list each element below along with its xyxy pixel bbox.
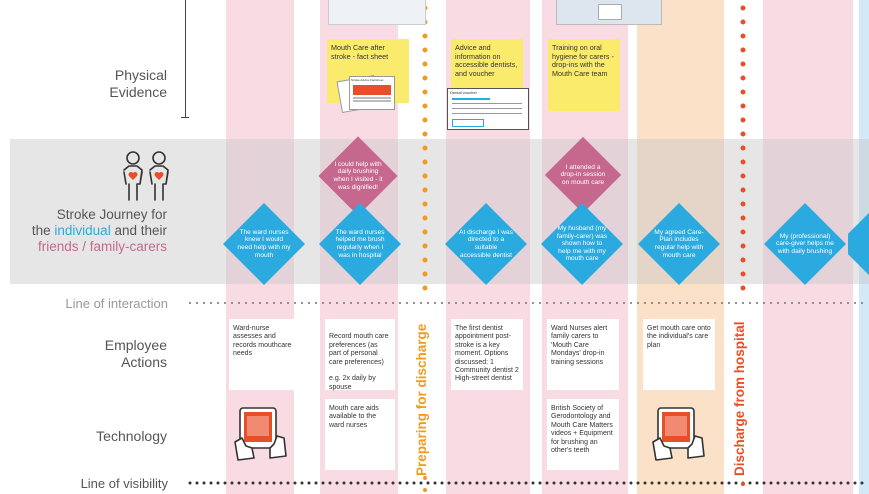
sticky-training: Training on oral hygiene for carers - dr…	[548, 39, 620, 111]
blue-diamond-care-giver: My (professional) care-giver helps me wi…	[761, 201, 849, 287]
line-of-visibility-label: Line of visibility	[80, 476, 168, 491]
bracket-foot	[181, 117, 189, 118]
physical-evidence-label: Physical Evidence	[109, 67, 167, 100]
stroke-journey-label: Stroke Journey for the individual and th…	[0, 207, 167, 255]
individual-highlight: individual	[54, 223, 111, 238]
blue-diamond-husband-shown: My husband (my family-carer) was shown h…	[539, 201, 625, 287]
journey-band	[10, 139, 869, 284]
blue-diamond-discharge-dentist: At discharge I was directed to a suitabl…	[443, 201, 529, 287]
pink-diamond-daily-brushing: I could help with daily brushing when I …	[317, 135, 399, 217]
technology-mouth-care-aids: Mouth care aids available to the ward nu…	[325, 399, 395, 470]
pink-diamond-drop-in: I attended a drop-in session on mouth ca…	[539, 135, 627, 215]
employee-action-care-plan: Get mouth care onto the individual's car…	[643, 319, 715, 390]
technology-label: Technology	[96, 428, 167, 444]
employee-action-ward-nurse: Ward-nurse assesses and records mouthcar…	[229, 319, 299, 390]
friends-highlight: friends / family-carers	[37, 239, 167, 254]
top-image-1	[328, 0, 426, 25]
employee-action-record-preferences: Record mouth care preferences (as part o…	[325, 319, 395, 391]
blue-diamond-ward-nurses-knew: The ward nurses knew I would need help w…	[221, 201, 307, 287]
blue-diamond-ward-nurses-helped: The ward nurses helped me brush regularl…	[317, 201, 403, 287]
top-image-2-icon	[598, 4, 622, 20]
stroke-journey-line1: Stroke Journey for	[56, 207, 167, 222]
two-people-with-hearts-icon	[123, 151, 169, 201]
fact-sheet-documents-icon: Stroke Advice Factsheet	[336, 74, 399, 114]
discharge-from-hospital-label: Discharge from hospital	[732, 321, 747, 476]
blue-diamond-partial	[848, 211, 869, 277]
employee-action-first-dentist: The first dentist appointment post-strok…	[451, 319, 523, 390]
bracket-line	[185, 0, 186, 118]
hand-holding-tablet-icon	[234, 407, 287, 461]
technology-videos-equipment: British Society of Gerodontology and Mou…	[547, 399, 619, 470]
fact-sheet-title: Stroke Advice Factsheet	[351, 78, 384, 82]
line-of-interaction-label: Line of interaction	[65, 296, 168, 311]
preparing-for-discharge-label: Preparing for discharge	[414, 323, 429, 476]
stroke-journey-line2: the individual and their	[31, 223, 167, 238]
hand-holding-tablet-icon-2	[652, 407, 705, 461]
employee-actions-label: Employee Actions	[104, 337, 167, 370]
blue-diamond-care-plan: My agreed Care-Plan includes regular hel…	[636, 201, 722, 287]
dental-voucher-icon: Dental voucher	[447, 88, 529, 130]
employee-action-alert-family: Ward Nurses alert family carers to 'Mout…	[547, 319, 619, 390]
voucher-title: Dental voucher	[450, 90, 477, 95]
